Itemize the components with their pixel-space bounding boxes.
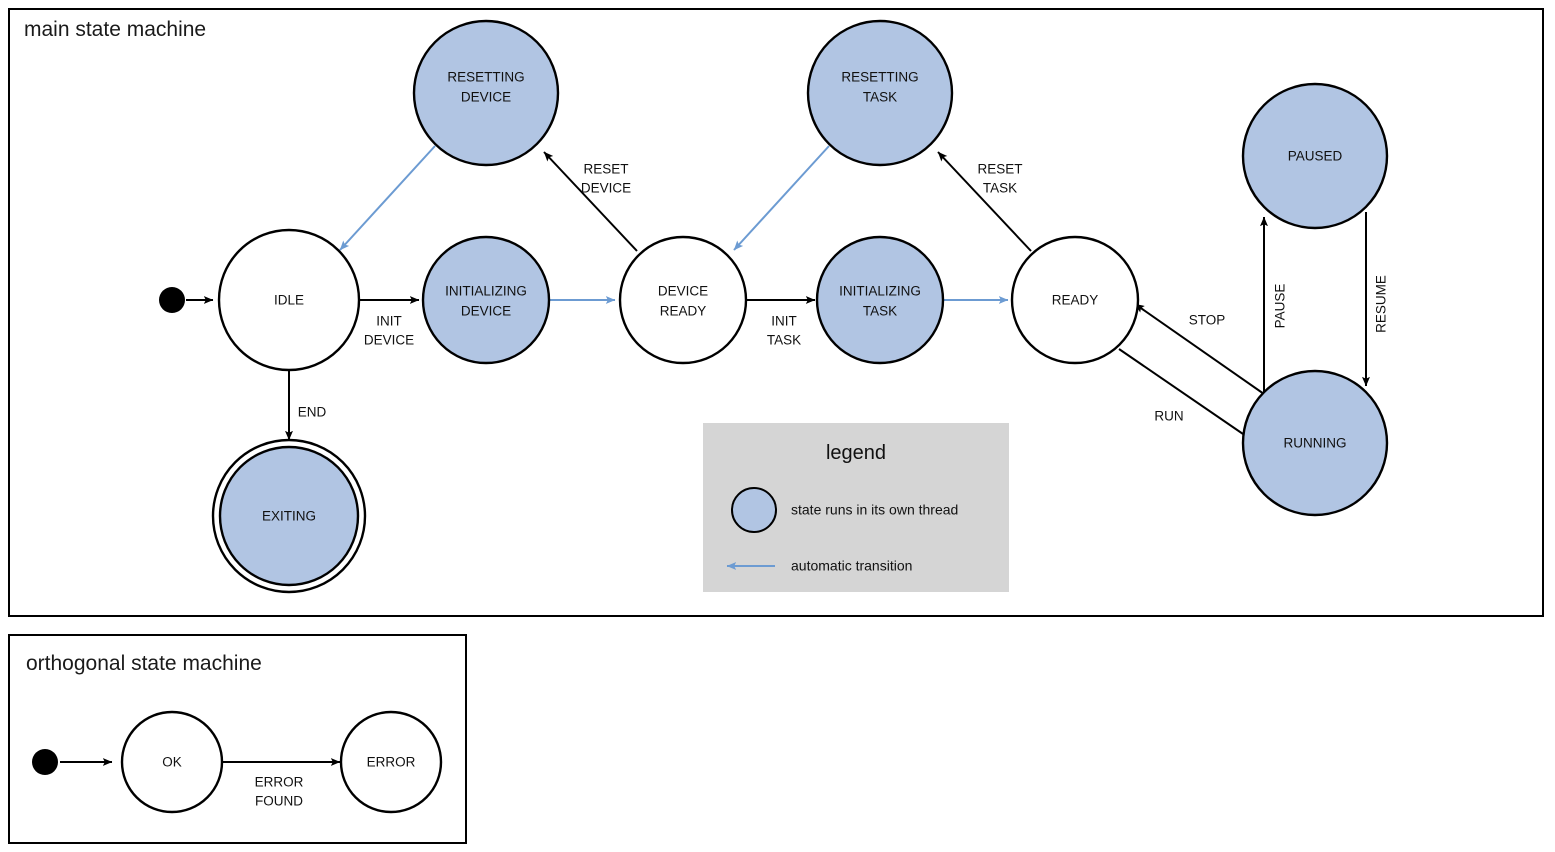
state-label-line1: RESETTING	[447, 70, 524, 85]
edge-label-line1: RESET	[977, 162, 1022, 177]
edge-line	[1118, 348, 1263, 448]
edge-label-line2: DEVICE	[581, 181, 631, 196]
edge-label-line2: TASK	[983, 181, 1017, 196]
state-resetting-device[interactable]: RESETTING DEVICE	[412, 19, 560, 167]
state-label-line2: TASK	[863, 90, 897, 105]
transition-ready-resetting-task: RESET TASK	[937, 151, 1032, 252]
transition-resetting-device-idle	[339, 145, 436, 251]
state-label-line1: INITIALIZING	[445, 284, 527, 299]
edge-label-line1: RESUME	[1374, 275, 1389, 333]
state-shape[interactable]	[217, 228, 361, 372]
edge-line	[339, 145, 436, 251]
edge-label-line1: RUN	[1154, 409, 1183, 424]
state-label-line1: ERROR	[367, 755, 416, 770]
state-label-line2: DEVICE	[461, 90, 511, 105]
state-label-line1: EXITING	[262, 509, 316, 524]
state-label-line1: READY	[1052, 293, 1099, 308]
edge-label-line1: END	[298, 405, 327, 420]
state-ok[interactable]: OK	[120, 710, 224, 814]
transition-ready-running: RUN	[1118, 348, 1263, 448]
state-device-ready[interactable]: DEVICE READY	[618, 235, 748, 365]
state-label-line1: RESETTING	[841, 70, 918, 85]
final-state-outer-ring	[211, 438, 367, 594]
orthogonal-initial-state-dot	[32, 749, 58, 775]
state-shape[interactable]	[120, 710, 224, 814]
legend-item-threaded-state: state runs in its own thread	[731, 487, 958, 533]
state-shape[interactable]	[806, 19, 954, 167]
state-label-line1: IDLE	[274, 293, 304, 308]
edge-label-line1: INIT	[771, 314, 797, 329]
state-label-line1: INITIALIZING	[839, 284, 921, 299]
edge-label-line2: DEVICE	[364, 333, 414, 348]
state-shape[interactable]	[339, 710, 443, 814]
transition-running-paused: PAUSE	[1260, 216, 1288, 395]
state-shape[interactable]	[1241, 82, 1389, 230]
state-shape[interactable]	[618, 235, 748, 365]
state-shape[interactable]	[815, 235, 945, 365]
edge-line	[937, 151, 1032, 252]
state-paused[interactable]: PAUSED	[1241, 82, 1389, 230]
transition-ok-error: ERROR FOUND	[222, 758, 341, 809]
initial-state-dot	[159, 287, 185, 313]
state-error[interactable]: ERROR	[339, 710, 443, 814]
legend-title: legend	[826, 442, 886, 464]
state-label-line2: DEVICE	[461, 304, 511, 319]
transition-device-ready-initializing-task: INIT TASK	[746, 296, 816, 348]
transition-device-ready-resetting-device: RESET DEVICE	[543, 151, 638, 252]
threaded-state-swatch-icon	[731, 487, 777, 533]
state-shape[interactable]	[1010, 235, 1140, 365]
transition-resetting-task-device-ready	[733, 145, 830, 251]
edge-label-line1: INIT	[376, 314, 402, 329]
edge-label-line2: FOUND	[255, 794, 303, 809]
legend-item-automatic-transition: automatic transition	[726, 558, 912, 574]
state-initializing-task[interactable]: INITIALIZING TASK	[815, 235, 945, 365]
transition-paused-running: RESUME	[1362, 212, 1389, 387]
edge-label-line1: RESET	[583, 162, 628, 177]
state-label-line1: DEVICE	[658, 284, 708, 299]
legend-item-label: state runs in its own thread	[791, 502, 958, 518]
state-label-line1: PAUSED	[1288, 149, 1343, 164]
edge-label-line1: PAUSE	[1273, 284, 1288, 329]
edge-line	[1134, 303, 1265, 395]
state-initializing-device[interactable]: INITIALIZING DEVICE	[421, 235, 551, 365]
transition-running-ready: STOP	[1134, 303, 1265, 395]
edge-label-line2: TASK	[767, 333, 801, 348]
state-label-line1: OK	[162, 755, 182, 770]
main-frame-title: main state machine	[24, 18, 206, 41]
legend-item-label: automatic transition	[791, 558, 912, 574]
state-exiting[interactable]: EXITING	[211, 438, 367, 594]
edge-line	[733, 145, 830, 251]
state-running[interactable]: RUNNING	[1241, 369, 1389, 517]
state-resetting-task[interactable]: RESETTING TASK	[806, 19, 954, 167]
state-shape[interactable]	[412, 19, 560, 167]
state-shape[interactable]	[1241, 369, 1389, 517]
edge-label-line1: ERROR	[255, 775, 304, 790]
transition-idle-exiting: END	[285, 371, 327, 441]
orthogonal-frame-title: orthogonal state machine	[26, 652, 262, 675]
legend: legend state runs in its own thread auto…	[703, 423, 1009, 592]
state-label-line2: READY	[660, 304, 707, 319]
transition-idle-initializing-device: INIT DEVICE	[359, 296, 420, 348]
state-label-line2: TASK	[863, 304, 897, 319]
state-ready[interactable]: READY	[1010, 235, 1140, 365]
state-label-line1: RUNNING	[1284, 436, 1347, 451]
edge-line	[543, 151, 638, 252]
state-idle[interactable]: IDLE	[217, 228, 361, 372]
state-shape[interactable]	[218, 445, 360, 587]
edge-label-line1: STOP	[1189, 313, 1226, 328]
state-shape[interactable]	[421, 235, 551, 365]
